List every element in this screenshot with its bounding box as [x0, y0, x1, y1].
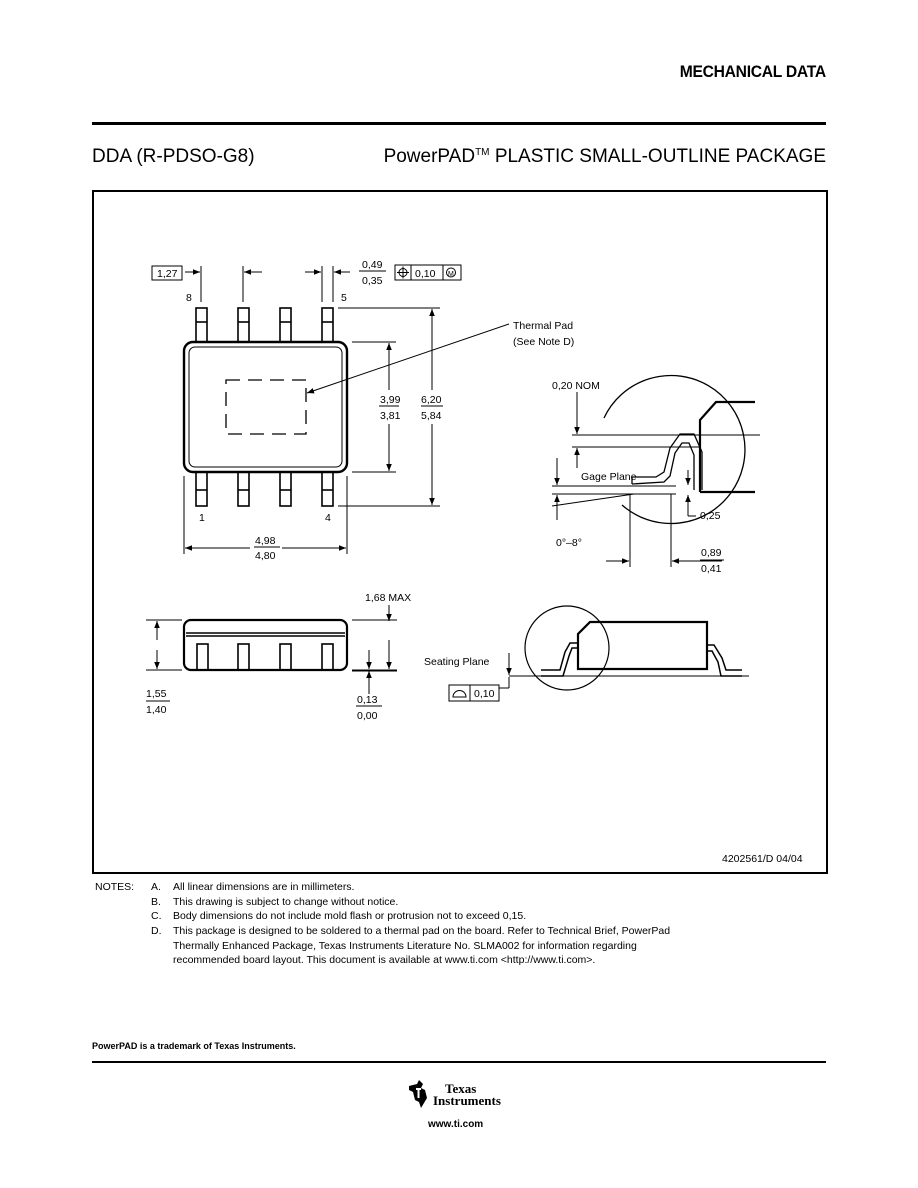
- body-height-max: 1,55: [146, 688, 167, 700]
- pin-1-label: 1: [199, 512, 205, 524]
- brand-name: PowerPAD: [383, 146, 476, 167]
- pin-5-label: 5: [341, 292, 347, 304]
- top-leads: [195, 307, 334, 343]
- note-b-key: B.: [151, 896, 161, 908]
- drawing-frame: [92, 190, 828, 874]
- thermal-pad-outline: [225, 379, 307, 435]
- body-height-min: 1,40: [146, 704, 167, 716]
- pitch-dim: 1,27: [157, 268, 178, 280]
- note-a-text: All linear dimensions are in millimeters…: [173, 881, 355, 893]
- overall-width-max: 6,20: [421, 394, 442, 406]
- note-d-key: D.: [151, 925, 162, 937]
- drawing-number: 4202561/D 04/04: [722, 853, 803, 865]
- overall-width-min: 5,84: [421, 410, 442, 422]
- position-tolerance: 0,10: [415, 268, 436, 280]
- note-a-key: A.: [151, 881, 161, 893]
- lead-width-min: 0,35: [362, 275, 383, 287]
- pin-8-label: 8: [186, 292, 192, 304]
- body-length-max: 4,98: [255, 535, 276, 547]
- website-url[interactable]: www.ti.com: [428, 1119, 484, 1130]
- logo-line-2: Instruments: [433, 1093, 501, 1108]
- note-b-text: This drawing is subject to change withou…: [173, 896, 399, 908]
- section-header: MECHANICAL DATA: [679, 62, 826, 81]
- lead-thickness-nom: 0,20 NOM: [552, 380, 600, 392]
- lead-detail-view: [603, 374, 755, 525]
- standoff-min: 0,00: [357, 710, 378, 722]
- foot-length-min: 0,41: [701, 563, 722, 575]
- gage-plane-label: Gage Plane: [581, 471, 637, 483]
- thermal-pad-note: (See Note D): [513, 336, 574, 348]
- top-view: [182, 307, 349, 507]
- bottom-leads: [195, 471, 334, 507]
- side-view: [182, 618, 349, 672]
- ti-logo-icon: [409, 1080, 427, 1108]
- package-code: DDA (R-PDSO-G8): [92, 146, 255, 167]
- logo-line-1: Texas: [445, 1081, 477, 1096]
- package-title: PowerPADTM PLASTIC SMALL-OUTLINE PACKAGE: [384, 146, 826, 168]
- package-name: PLASTIC SMALL-OUTLINE PACKAGE: [494, 146, 826, 167]
- trademark-mark: TM: [475, 147, 490, 158]
- coplanarity-tolerance: 0,10: [474, 688, 495, 700]
- ti-logo: Texas Instruments: [407, 1078, 517, 1138]
- standoff-max: 0,13: [357, 694, 378, 706]
- seating-plane-view: [524, 605, 742, 691]
- trademark-note: PowerPAD is a trademark of Texas Instrum…: [92, 1041, 296, 1051]
- pin-4-label: 4: [325, 512, 331, 524]
- lead-angle: 0°–8°: [556, 537, 582, 549]
- note-d-line-2: Thermally Enhanced Package, Texas Instru…: [173, 940, 637, 952]
- body-width-min: 3,81: [380, 410, 401, 422]
- note-c-key: C.: [151, 910, 162, 922]
- body-width-max: 3,99: [380, 394, 401, 406]
- seating-plane-label: Seating Plane: [424, 656, 490, 668]
- lead-width-max: 0,49: [362, 259, 383, 271]
- note-d-line-1: This package is designed to be soldered …: [173, 925, 671, 937]
- note-d-line-3: recommended board layout. This document …: [173, 954, 596, 966]
- thermal-pad-label: Thermal Pad: [513, 320, 573, 332]
- note-c-text: Body dimensions do not include mold flas…: [173, 910, 527, 922]
- notes-label: NOTES:: [95, 881, 135, 893]
- mmc-symbol: M: [448, 271, 454, 278]
- gage-value: 0,25: [700, 510, 721, 522]
- body-length-min: 4,80: [255, 550, 276, 562]
- top-rule: [92, 122, 826, 125]
- foot-length-max: 0,89: [701, 547, 722, 559]
- logo-wordmark: Texas Instruments: [433, 1081, 501, 1108]
- bottom-rule: [92, 1061, 826, 1063]
- height-max: 1,68 MAX: [365, 592, 411, 604]
